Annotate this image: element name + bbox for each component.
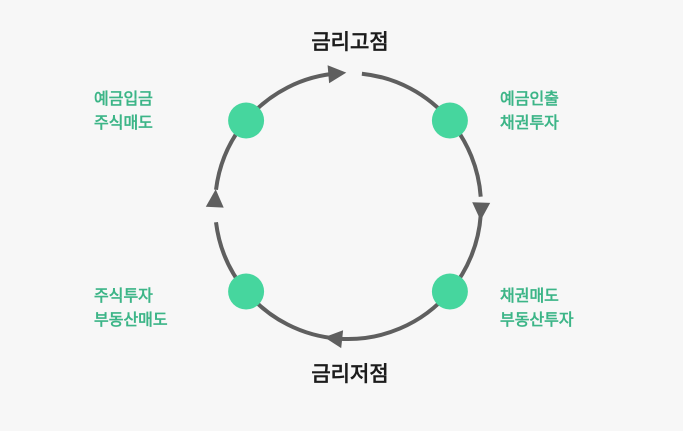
node-bottom-right <box>431 273 468 310</box>
label-bottom-left-line2: 부동산매도 <box>94 310 168 329</box>
node-top-right <box>431 102 468 139</box>
label-top-right-line2: 채권투자 <box>500 113 559 132</box>
arrowhead-top <box>327 65 347 84</box>
label-top-left: 예금입금 주식매도 <box>94 87 153 135</box>
arrowhead-left <box>205 189 224 208</box>
label-bottom-left-line1: 주식투자 <box>94 286 153 305</box>
label-top-right: 예금인출 채권투자 <box>500 87 559 135</box>
arrowhead-group <box>205 65 491 349</box>
arrowhead-bottom <box>324 330 344 349</box>
title-rate-peak: 금리고점 <box>311 30 389 54</box>
node-top-left <box>228 102 265 139</box>
arrowhead-right <box>472 202 491 221</box>
node-group <box>228 102 468 310</box>
arc-bottom-right <box>338 290 452 342</box>
label-bottom-left: 주식투자 부동산매도 <box>94 284 168 332</box>
node-bottom-left <box>228 273 265 310</box>
label-bottom-right-line2: 부동산투자 <box>500 310 574 329</box>
label-top-left-line2: 주식매도 <box>94 113 153 132</box>
label-bottom-right-line1: 채권매도 <box>500 286 559 305</box>
label-bottom-right: 채권매도 부동산투자 <box>500 284 574 332</box>
title-rate-trough: 금리저점 <box>311 362 389 386</box>
label-top-left-line1: 예금입금 <box>94 89 153 108</box>
label-top-right-line1: 예금인출 <box>500 89 559 108</box>
